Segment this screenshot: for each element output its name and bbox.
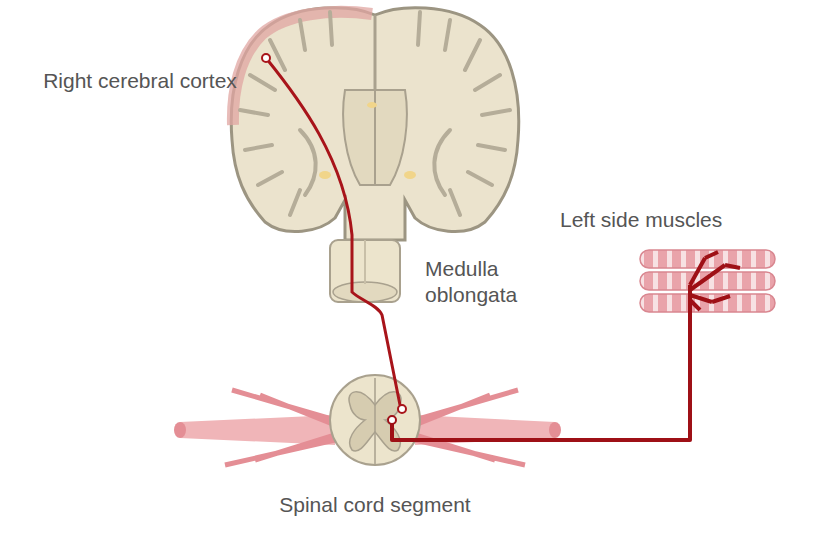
upper-motor-neuron (266, 58, 400, 405)
lower-motor-neuron (392, 252, 740, 440)
structure-label: Medulla oblongata (425, 256, 555, 309)
spinal-cord (330, 375, 420, 465)
structure-label: Spinal cord segment (250, 492, 500, 518)
neuron-body (388, 416, 396, 424)
muscle-fibers (640, 250, 775, 312)
structure-label: Left side muscles (560, 207, 800, 233)
brain-section (231, 8, 518, 240)
neuron-body (262, 54, 270, 62)
structure-label: Right cerebral cortex (40, 68, 240, 94)
synapse (398, 405, 406, 413)
medulla (330, 240, 400, 302)
